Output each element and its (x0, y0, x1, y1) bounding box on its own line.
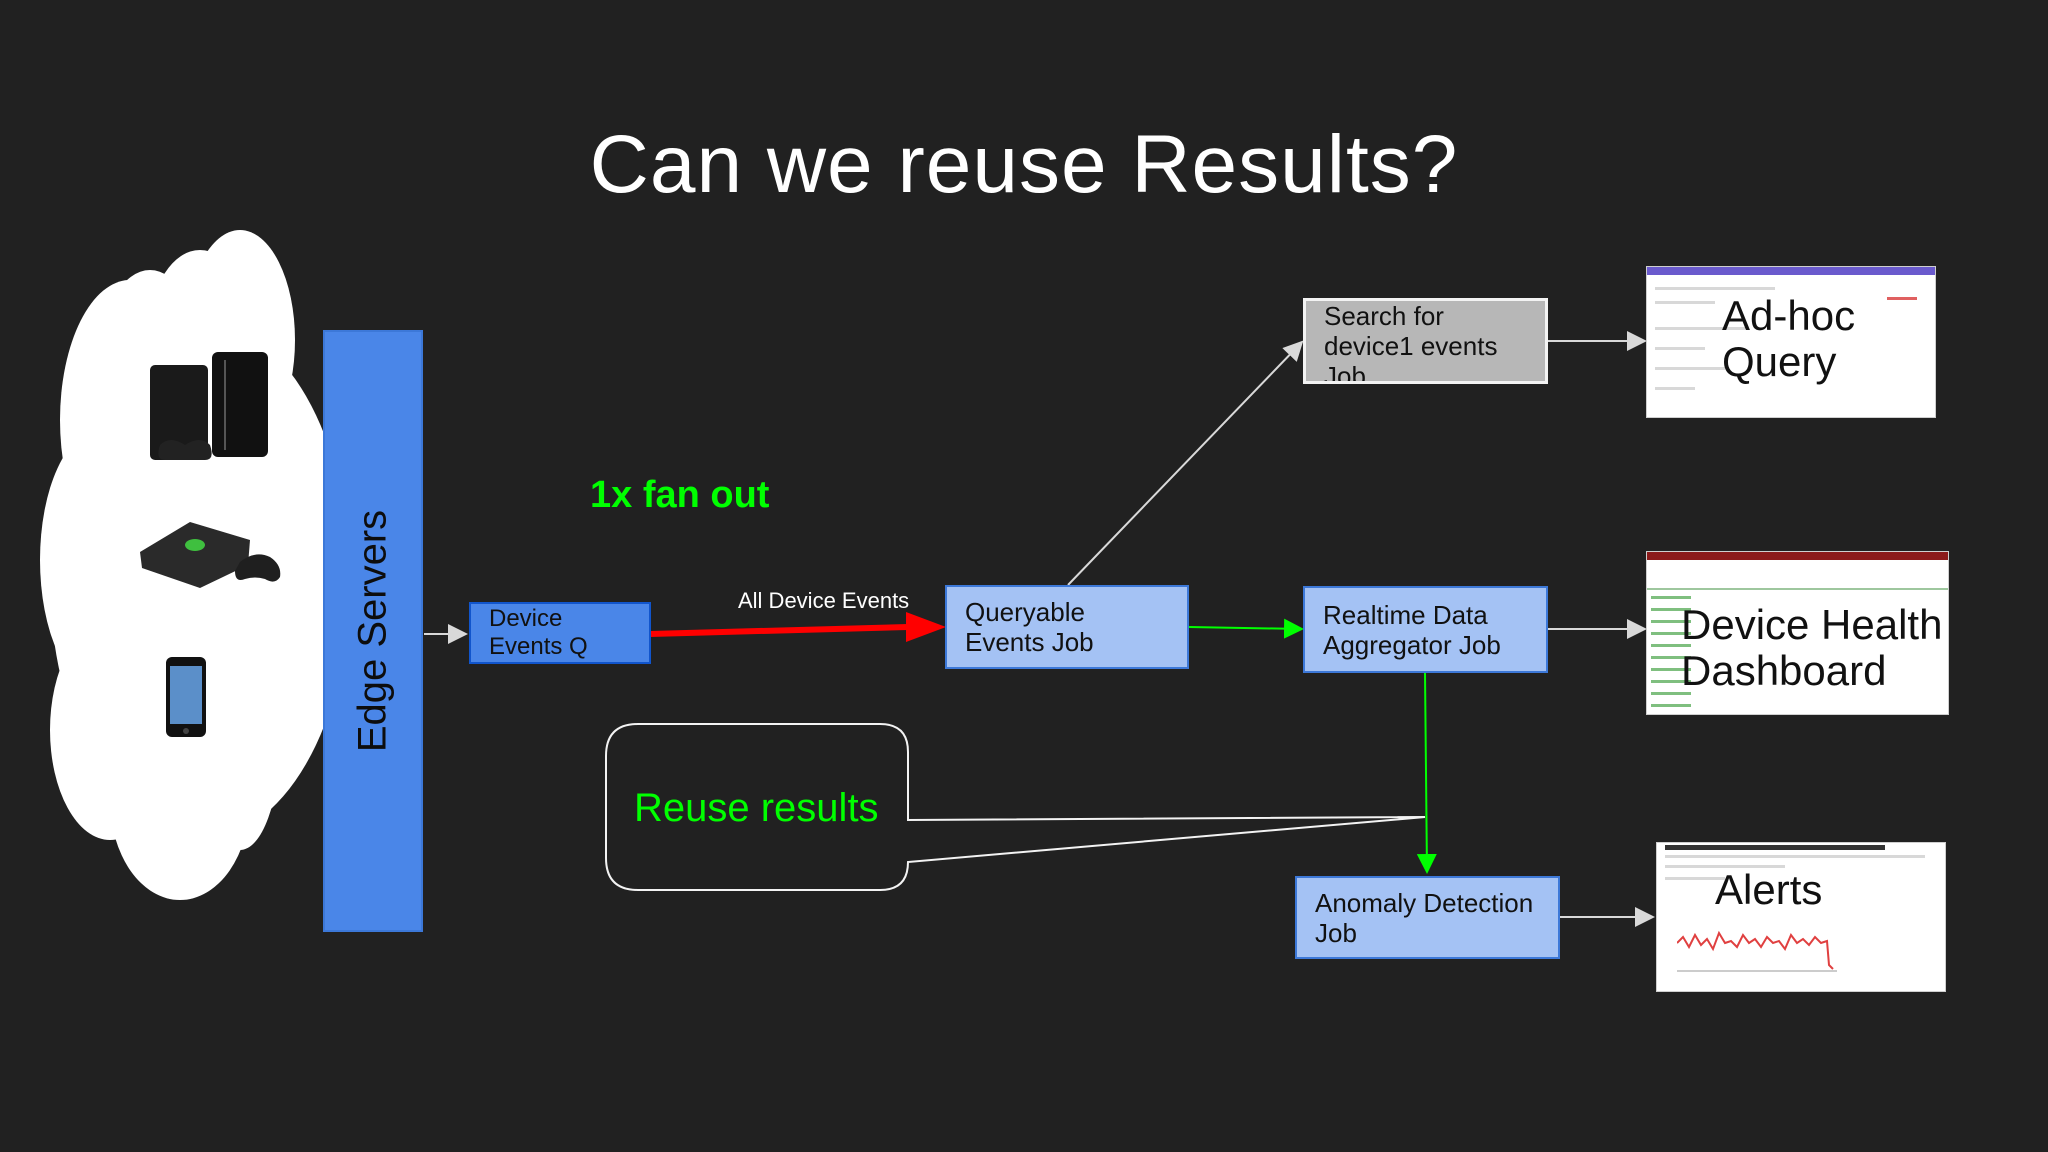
device-health-dashboard-label: Device Health Dashboard (1681, 602, 1942, 694)
fan-out-label: 1x fan out (590, 474, 770, 516)
queryable-events-job-line-1: Queryable (965, 597, 1085, 627)
edge-servers-label: Edge Servers (350, 509, 395, 753)
adhoc-query-label: Ad-hoc Query (1722, 293, 1855, 385)
thumbnail-header-bar (1665, 845, 1885, 850)
arrow-realtime-to-anomaly (1416, 672, 1437, 874)
edge-servers-bar: Edge Servers (323, 330, 423, 932)
realtime-aggregator-line-1: Realtime Data (1323, 599, 1488, 630)
search-job-line-1: Search for (1324, 301, 1444, 331)
adhoc-query-line-2: Query (1722, 338, 1837, 385)
device-health-line-2: Dashboard (1681, 647, 1887, 694)
anomaly-detection-line-2: Job (1315, 917, 1357, 948)
anomaly-detection-line-1: Anomaly Detection (1315, 887, 1534, 918)
device-health-dashboard-thumbnail: Device Health Dashboard (1646, 551, 1949, 715)
smartphone-icon (166, 657, 206, 737)
alerts-thumbnail-chart (1677, 930, 1837, 972)
device-events-queue-box: Device Events Q (469, 602, 651, 664)
thumbnail-text-line (1655, 287, 1775, 290)
game-console-ps3-icon (150, 352, 268, 460)
thumbnail-text-line (1655, 347, 1705, 350)
thumbnail-text-line (1651, 704, 1691, 707)
thumbnail-text-line (1651, 632, 1691, 635)
thumbnail-text-line (1655, 367, 1725, 370)
thumbnail-divider (1647, 588, 1948, 590)
adhoc-query-line-1: Ad-hoc (1722, 292, 1856, 339)
thumbnail-text-line (1651, 668, 1691, 671)
realtime-aggregator-line-2: Aggregator Job (1323, 629, 1501, 660)
thumbnail-header-bar (1647, 267, 1935, 275)
thumbnail-text-line (1651, 620, 1691, 623)
thumbnail-text-line (1887, 297, 1917, 300)
alerts-line-1: Alerts (1715, 866, 1823, 913)
reuse-results-label: Reuse results (634, 786, 879, 830)
thumbnail-text-line (1655, 327, 1745, 330)
thumbnail-text-line (1665, 855, 1925, 858)
arrow-queryable-to-search (1067, 340, 1304, 586)
search-device-events-job-box: Search for device1 events Job (1303, 298, 1548, 384)
adhoc-query-thumbnail: Ad-hoc Query (1646, 266, 1936, 418)
alerts-thumbnail: Alerts (1656, 842, 1946, 992)
thumbnail-text-line (1651, 680, 1691, 683)
thumbnail-text-line (1651, 596, 1691, 599)
thumbnail-text-line (1651, 608, 1691, 611)
game-console-xbox-icon (140, 522, 281, 588)
arrow-queryable-to-realtime (1188, 618, 1304, 639)
thumbnail-text-line (1651, 644, 1691, 647)
all-device-events-label: All Device Events (738, 588, 910, 613)
anomaly-detection-job-box: Anomaly Detection Job (1295, 876, 1560, 959)
device-events-queue-line-1: Device (489, 605, 563, 632)
thumbnail-text-line (1655, 387, 1695, 390)
thumbnail-text-line (1665, 877, 1725, 880)
slide-title: Can we reuse Results? (589, 119, 1459, 210)
realtime-data-aggregator-job-box: Realtime Data Aggregator Job (1303, 586, 1548, 673)
thumbnail-text-line (1655, 301, 1715, 304)
thumbnail-text-line (1665, 865, 1785, 868)
search-job-line-3: Job (1324, 361, 1366, 384)
arrow-all-device-events (649, 612, 946, 642)
device-health-line-1: Device Health (1681, 601, 1943, 648)
reuse-results-callout (605, 723, 1426, 891)
alerts-label: Alerts (1715, 867, 1822, 913)
search-job-line-2: device1 events (1324, 331, 1498, 361)
thumbnail-text-line (1651, 692, 1691, 695)
queryable-events-job-box: Queryable Events Job (945, 585, 1189, 669)
thumbnail-text-line (1651, 656, 1691, 659)
device-events-queue-line-2: Events Q (489, 633, 588, 660)
thumbnail-header-bar (1647, 552, 1948, 560)
queryable-events-job-line-2: Events Job (965, 627, 1094, 657)
